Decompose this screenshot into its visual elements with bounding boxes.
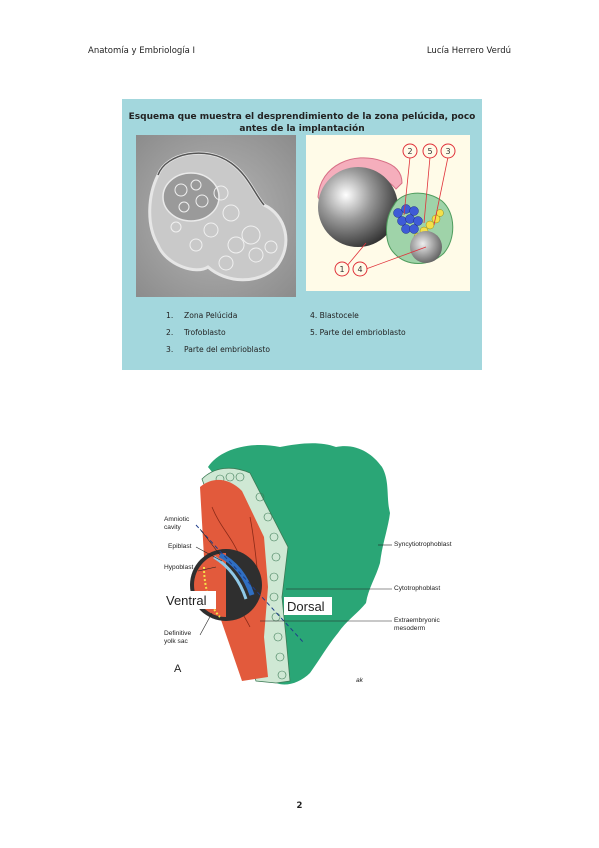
label-syncytiotrophoblast: Syncytiotrophoblast bbox=[394, 541, 452, 548]
label-amniotic-cavity: Amniotic cavity bbox=[164, 516, 190, 531]
legend-item-3: 3.Parte del embrioblasto bbox=[166, 345, 271, 354]
figure-implantation: Amniotic cavity Epiblast Hypoblast Defin… bbox=[160, 437, 490, 687]
figure-blastocyst: Esquema que muestra el desprendimiento d… bbox=[122, 99, 482, 370]
callout-4: 4 bbox=[357, 265, 362, 274]
label-definitive-yolk-sac: Definitive yolk sac bbox=[164, 630, 192, 645]
legend-item-4: 4. Blastocele bbox=[310, 311, 359, 320]
figure1-title: Esquema que muestra el desprendimiento d… bbox=[128, 112, 476, 134]
callout-3: 3 bbox=[445, 147, 450, 156]
callout-2: 2 bbox=[407, 147, 412, 156]
callout-5: 5 bbox=[427, 147, 432, 156]
legend-item-1: 1.Zona Pelúcida bbox=[166, 311, 238, 320]
page-number: 2 bbox=[296, 801, 303, 811]
blastocyst-diagram: 2 5 3 1 4 bbox=[306, 135, 470, 291]
legend-item-2: 2.Trofoblasto bbox=[166, 328, 226, 337]
label-cytotrophoblast: Cytotrophoblast bbox=[394, 585, 441, 592]
header-left: Anatomía y Embriología I bbox=[88, 46, 196, 56]
label-ventral: Ventral bbox=[166, 593, 207, 608]
blastocyst-photo bbox=[136, 135, 296, 297]
header-right: Lucía Herrero Verdú bbox=[426, 46, 511, 56]
illustrator-signature: ak bbox=[356, 677, 363, 684]
panel-label: A bbox=[174, 663, 182, 675]
label-epiblast: Epiblast bbox=[168, 543, 192, 550]
label-hypoblast: Hypoblast bbox=[164, 564, 194, 571]
label-extraembryonic-mesoderm: Extraembryonic mesoderm bbox=[394, 617, 440, 632]
implantation-diagram bbox=[164, 443, 392, 685]
legend-item-5: 5. Parte del embrioblasto bbox=[310, 328, 406, 337]
callout-1: 1 bbox=[339, 265, 344, 274]
label-dorsal: Dorsal bbox=[287, 599, 325, 614]
